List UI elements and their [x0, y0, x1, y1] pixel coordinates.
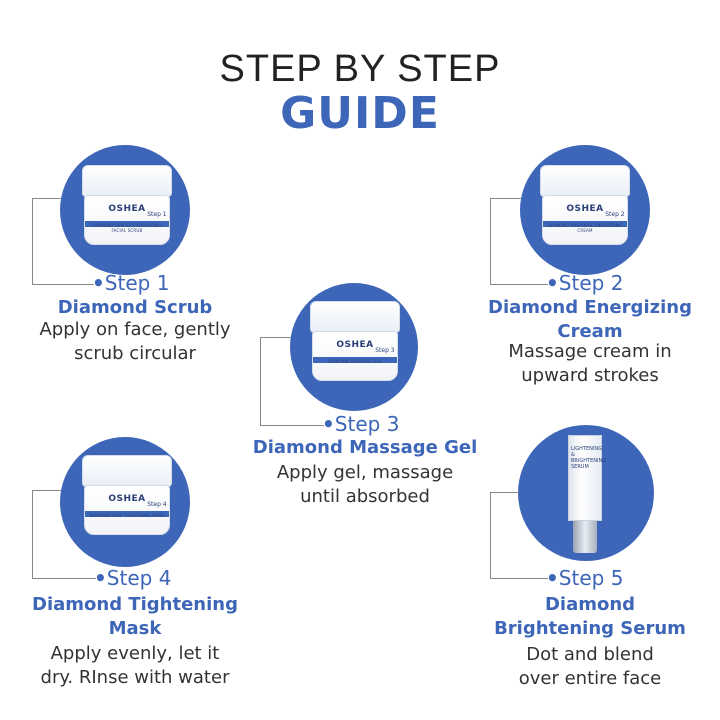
step2-name-line2: Cream [557, 321, 623, 342]
step4-product-circle: OSHEA DIAMOND SKIN TIGHTENING MASK Step … [60, 437, 190, 567]
step4-desc-line1: Apply evenly, let it [50, 643, 220, 664]
step3-step-text: Step 3 [334, 412, 400, 436]
step5-name-line2: Brightening Serum [494, 618, 686, 639]
step4-name-line2: Mask [108, 618, 162, 639]
step3-description: Apply gel, massage until absorbed [230, 461, 500, 509]
step5-product-name: Diamond Brightening Serum [470, 593, 710, 641]
step3-jar-image: OSHEA DIAMOND MASSAGE GEL Step 3 [310, 301, 400, 381]
step5-desc-line2: over entire face [518, 668, 662, 689]
step2-name-line1: Diamond Energizing [488, 297, 692, 318]
step2-product-circle: OSHEA DIAMOND YOUTHFUL ENERGIZING CREAM … [520, 145, 650, 275]
step1-product-name: Diamond Scrub [20, 296, 250, 320]
step2-connector-base [490, 284, 548, 285]
step5-connector [490, 492, 519, 579]
step5-serum-tube-image: LIGHTENING & BRIGHTENING SERUM [568, 435, 607, 555]
jar-band [312, 357, 398, 363]
step2-step-label: •Step 2 [546, 271, 623, 295]
step1-step-label: •Step 1 [92, 271, 169, 295]
step2-desc-line2: upward strokes [521, 365, 659, 386]
jar-body: OSHEA DIAMOND GENTLE EXFOLIATING FACIAL … [83, 195, 171, 245]
step2-jar-image: OSHEA DIAMOND YOUTHFUL ENERGIZING CREAM … [540, 165, 630, 245]
step3-product-circle: OSHEA DIAMOND MASSAGE GEL Step 3 [290, 283, 418, 411]
step5-name-line1: Diamond [544, 594, 636, 615]
tube-label: LIGHTENING & BRIGHTENING SERUM [571, 446, 607, 470]
step1-jar-image: OSHEA DIAMOND GENTLE EXFOLIATING FACIAL … [82, 165, 172, 245]
step5-connector-base [490, 578, 548, 579]
step4-jar-image: OSHEA DIAMOND SKIN TIGHTENING MASK Step … [82, 455, 172, 535]
page-title-line1: STEP BY STEP [219, 48, 501, 90]
jar-lid [540, 165, 630, 197]
step1-name-line1: Diamond Scrub [57, 297, 213, 318]
bullet-dot: • [546, 566, 559, 590]
step2-step-text: Step 2 [558, 271, 624, 295]
tube-body: LIGHTENING & BRIGHTENING SERUM [568, 435, 607, 521]
jar-lid [82, 165, 172, 197]
bullet-dot: • [546, 271, 559, 295]
jar-band [542, 221, 628, 227]
jar-step: Step 4 [147, 501, 167, 509]
step1-description: Apply on face, gently scrub circular [10, 318, 260, 366]
step3-product-name: Diamond Massage Gel [230, 436, 500, 460]
step2-connector [490, 198, 521, 285]
bullet-dot: • [94, 566, 107, 590]
jar-step: Step 3 [375, 347, 395, 355]
jar-band [84, 511, 170, 517]
step3-name-line1: Diamond Massage Gel [252, 437, 478, 458]
jar-lid [310, 301, 400, 333]
step4-step-text: Step 4 [106, 566, 172, 590]
jar-label: DIAMOND MASSAGE GEL [328, 359, 382, 365]
jar-body: OSHEA DIAMOND MASSAGE GEL [311, 331, 399, 381]
step5-product-circle: LIGHTENING & BRIGHTENING SERUM [518, 425, 654, 561]
tube-cap [573, 521, 597, 553]
step4-name-line1: Diamond Tightening [32, 594, 238, 615]
step5-step-text: Step 5 [558, 566, 624, 590]
step5-step-label: •Step 5 [546, 566, 623, 590]
jar-label: DIAMOND GENTLE EXFOLIATING FACIAL SCRUB [92, 223, 162, 234]
step1-connector [32, 198, 61, 285]
jar-label: DIAMOND YOUTHFUL ENERGIZING CREAM [548, 223, 622, 234]
step4-connector-base [32, 578, 96, 579]
jar-band [84, 221, 170, 227]
jar-brand: OSHEA [566, 204, 604, 214]
bullet-dot: • [92, 271, 105, 295]
step3-step-label: •Step 3 [322, 412, 399, 436]
step2-description: Massage cream in upward strokes [470, 340, 710, 388]
step1-step-text: Step 1 [104, 271, 170, 295]
step4-connector [32, 490, 61, 579]
step5-desc-line1: Dot and blend [526, 644, 654, 665]
bullet-dot: • [322, 412, 335, 436]
step3-desc-line1: Apply gel, massage [276, 462, 454, 483]
step1-connector-base [32, 284, 94, 285]
step4-product-name: Diamond Tightening Mask [10, 593, 260, 641]
jar-body: OSHEA DIAMOND SKIN TIGHTENING MASK [83, 485, 171, 535]
step4-desc-line2: dry. RInse with water [40, 667, 230, 688]
step5-description: Dot and blend over entire face [470, 643, 710, 691]
jar-brand: OSHEA [108, 494, 146, 504]
jar-brand: OSHEA [336, 340, 374, 350]
step3-desc-line2: until absorbed [300, 486, 430, 507]
jar-step: Step 1 [147, 211, 167, 219]
jar-body: OSHEA DIAMOND YOUTHFUL ENERGIZING CREAM [541, 195, 629, 245]
step1-product-circle: OSHEA DIAMOND GENTLE EXFOLIATING FACIAL … [60, 145, 190, 275]
step3-connector [260, 337, 291, 426]
step2-desc-line1: Massage cream in [508, 341, 672, 362]
jar-label: DIAMOND SKIN TIGHTENING MASK [89, 513, 165, 519]
jar-brand: OSHEA [108, 204, 146, 214]
jar-step: Step 2 [605, 211, 625, 219]
page-title-line2: GUIDE [280, 88, 440, 139]
step1-desc-line1: Apply on face, gently [39, 319, 231, 340]
jar-lid [82, 455, 172, 487]
step4-step-label: •Step 4 [94, 566, 171, 590]
step4-description: Apply evenly, let it dry. RInse with wat… [5, 642, 265, 690]
step3-connector-base [260, 425, 324, 426]
step2-product-name: Diamond Energizing Cream [470, 296, 710, 344]
step1-desc-line2: scrub circular [74, 343, 196, 364]
